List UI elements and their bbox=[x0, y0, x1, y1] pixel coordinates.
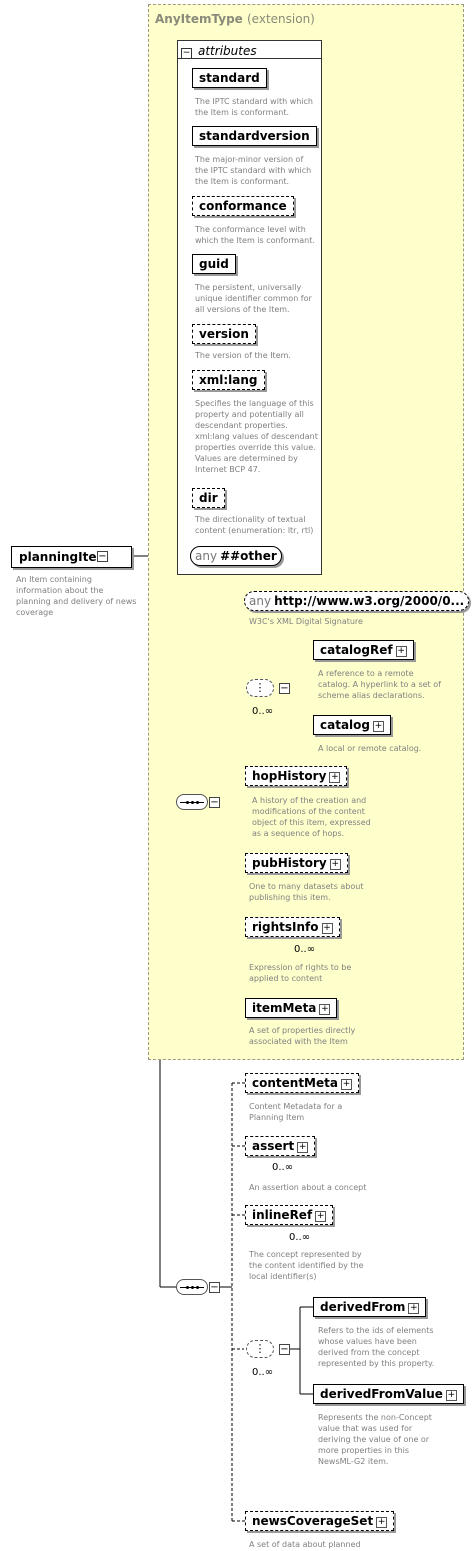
root-label: planningItem bbox=[19, 550, 109, 564]
cardinality-label: 0..∞ bbox=[272, 1162, 294, 1173]
minus-box-icon[interactable]: − bbox=[97, 551, 108, 562]
cardinality-label: 0..∞ bbox=[294, 944, 316, 955]
minus-box-icon[interactable]: − bbox=[279, 683, 290, 694]
attr-standard[interactable]: standard bbox=[192, 68, 267, 88]
plus-box-icon: + bbox=[315, 1211, 327, 1222]
element-any-dsig-desc: W3C's XML Digital Signature bbox=[249, 617, 363, 626]
sequence-icon bbox=[176, 1279, 208, 1295]
element-hophistory[interactable]: hopHistory+ bbox=[245, 766, 348, 786]
attr-version[interactable]: version bbox=[192, 324, 256, 344]
plus-box-icon: + bbox=[297, 1142, 309, 1153]
attr-guid[interactable]: guid bbox=[192, 254, 236, 274]
root-element[interactable]: planningItem bbox=[11, 546, 132, 568]
attributes-label: attributes bbox=[198, 44, 257, 58]
cardinality-label: 0..∞ bbox=[252, 706, 274, 717]
element-catalog[interactable]: catalog+ bbox=[313, 715, 391, 735]
plus-box-icon: + bbox=[321, 923, 333, 934]
element-inlineref[interactable]: inlineRef+ bbox=[245, 1205, 334, 1225]
element-derivedfromvalue[interactable]: derivedFromValue+ bbox=[313, 1384, 464, 1404]
plus-box-icon: + bbox=[395, 646, 407, 657]
plus-box-icon: + bbox=[445, 1390, 457, 1401]
element-itemmeta[interactable]: itemMeta+ bbox=[245, 998, 338, 1018]
element-contentmeta[interactable]: contentMeta+ bbox=[245, 1073, 359, 1093]
plus-box-icon: + bbox=[373, 721, 384, 732]
cardinality-label: 0..∞ bbox=[289, 1232, 311, 1243]
element-newscoverageset[interactable]: newsCoverageSet+ bbox=[245, 1511, 395, 1531]
attr-xml-lang[interactable]: xml:lang bbox=[192, 370, 265, 390]
attr-standardversion[interactable]: standardversion bbox=[192, 126, 317, 146]
attributes-divider bbox=[177, 58, 322, 59]
attr-any-other[interactable]: any##other bbox=[190, 546, 282, 566]
element-assert-desc: An assertion about a concept bbox=[249, 1183, 367, 1192]
element-newscoverageset-desc: A set of data about planned bbox=[249, 1540, 361, 1549]
minus-box-icon[interactable]: − bbox=[279, 1344, 290, 1355]
element-assert[interactable]: assert+ bbox=[245, 1136, 316, 1156]
sequence-icon bbox=[176, 794, 208, 810]
plus-box-icon: + bbox=[329, 859, 341, 870]
plus-box-icon: + bbox=[376, 1517, 388, 1528]
plus-box-icon: + bbox=[408, 1303, 420, 1314]
element-catalog-desc: A local or remote catalog. bbox=[318, 744, 422, 753]
attr-version-desc: The version of the Item. bbox=[195, 351, 291, 360]
cardinality-label: 0..∞ bbox=[252, 1367, 274, 1378]
plus-box-icon: + bbox=[340, 1079, 352, 1090]
element-pubhistory[interactable]: pubHistory+ bbox=[245, 853, 348, 873]
element-catalogref[interactable]: catalogRef+ bbox=[313, 640, 414, 660]
element-derivedfrom[interactable]: derivedFrom+ bbox=[313, 1297, 427, 1317]
attr-conformance[interactable]: conformance bbox=[192, 196, 294, 216]
attributes-header[interactable]: −attributes bbox=[181, 44, 257, 59]
plus-box-icon: + bbox=[319, 1004, 331, 1015]
element-rightsinfo[interactable]: rightsInfo+ bbox=[245, 917, 340, 937]
attr-dir[interactable]: dir bbox=[192, 488, 225, 508]
choice-icon: ⋮ bbox=[246, 1340, 274, 1358]
extension-type: AnyItemType bbox=[155, 12, 243, 26]
minus-box-icon[interactable]: − bbox=[209, 797, 220, 808]
plus-box-icon: + bbox=[329, 772, 341, 783]
choice-icon: ⋮ bbox=[246, 679, 274, 697]
extension-label: (extension) bbox=[247, 12, 315, 26]
minus-box-icon[interactable]: − bbox=[209, 1282, 220, 1293]
extension-title: AnyItemType (extension) bbox=[155, 12, 315, 26]
